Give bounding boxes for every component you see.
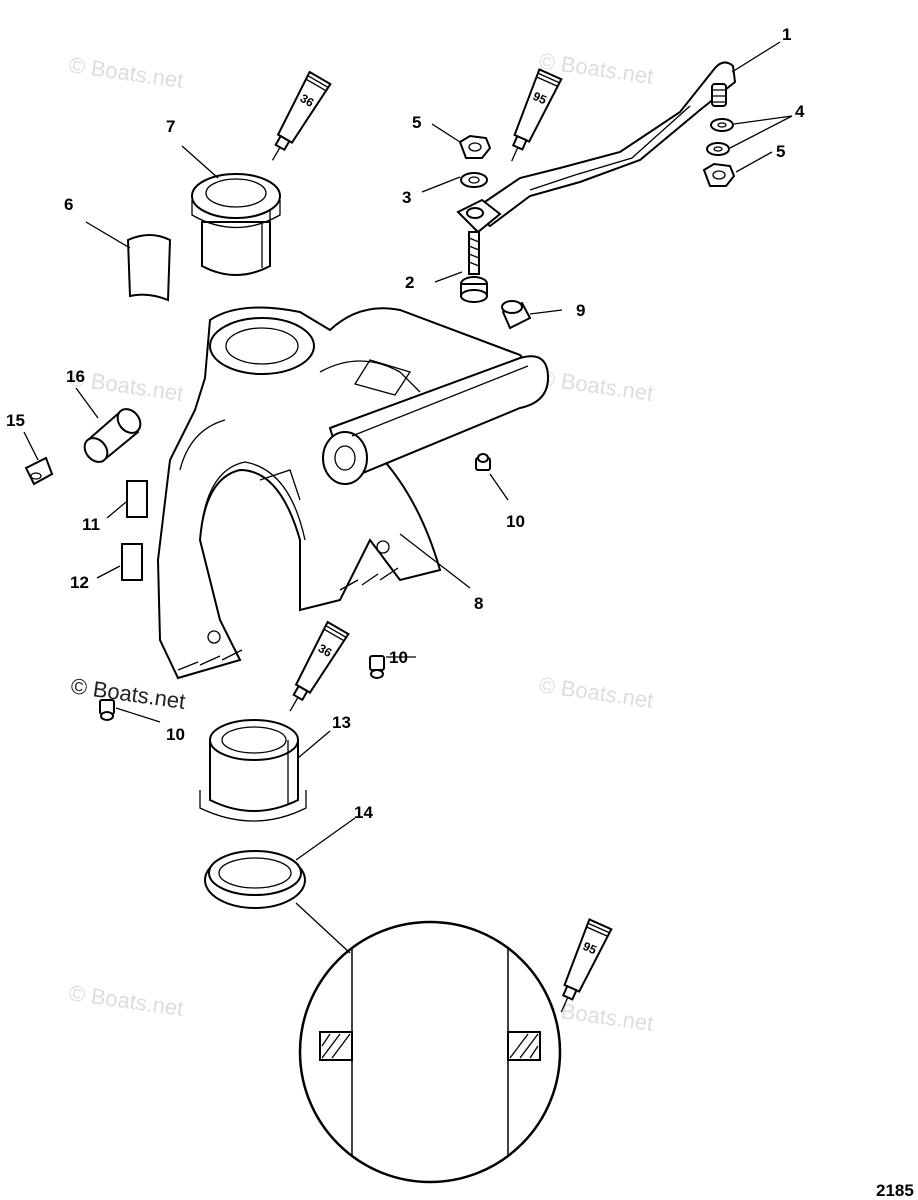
sealant-tube: 95 bbox=[560, 918, 613, 1013]
callout-labels: 1 2 3 4 5 5 6 7 8 9 10 10 10 11 12 13 14… bbox=[6, 25, 805, 822]
callout-8: 8 bbox=[474, 594, 483, 613]
tube-label: 95 bbox=[531, 89, 549, 107]
watermark: © Boats.net bbox=[537, 365, 655, 406]
nut bbox=[458, 134, 492, 159]
callout-4: 4 bbox=[795, 102, 805, 121]
seal bbox=[204, 850, 306, 909]
detail-view bbox=[295, 902, 562, 1184]
watermark-overlap: © Boats.net bbox=[69, 673, 187, 714]
washer bbox=[710, 118, 734, 132]
leader-lines bbox=[23, 41, 793, 861]
washer bbox=[460, 172, 488, 188]
callout-7: 7 bbox=[166, 117, 175, 136]
callout-6: 6 bbox=[64, 195, 73, 214]
watermark: © Boats.net bbox=[67, 52, 185, 93]
callout-11: 11 bbox=[82, 515, 100, 534]
tube-label: 36 bbox=[298, 91, 317, 110]
grease-fitting bbox=[475, 453, 491, 471]
pin bbox=[83, 408, 142, 463]
bolt bbox=[460, 231, 488, 303]
decal bbox=[126, 480, 148, 518]
tube-label: 95 bbox=[581, 939, 599, 957]
steering-arm bbox=[456, 61, 737, 234]
sealant-tube: 95 bbox=[511, 68, 563, 162]
callout-10: 10 bbox=[166, 725, 185, 744]
swivel-bracket bbox=[156, 306, 550, 680]
callout-9: 9 bbox=[576, 301, 585, 320]
grease-fitting bbox=[99, 699, 115, 721]
callout-2: 2 bbox=[405, 273, 414, 292]
sealant-tube: 36 bbox=[271, 70, 332, 161]
callout-16: 16 bbox=[66, 367, 85, 386]
callout-12: 12 bbox=[70, 573, 89, 592]
grease-fitting bbox=[369, 655, 385, 679]
sealant-tube: 36 bbox=[289, 620, 350, 712]
nut bbox=[702, 162, 736, 187]
callout-14: 14 bbox=[354, 803, 373, 822]
bushing bbox=[501, 300, 532, 330]
watermark: © Boats.net bbox=[67, 980, 185, 1021]
callout-1: 1 bbox=[782, 25, 791, 44]
decal bbox=[121, 543, 143, 581]
tube-label: 36 bbox=[316, 641, 335, 660]
figure-number: 2185 bbox=[876, 1181, 914, 1200]
callout-10: 10 bbox=[506, 512, 525, 531]
watermark: © Boats.net bbox=[537, 672, 655, 713]
callout-3: 3 bbox=[402, 188, 411, 207]
wear-pad bbox=[126, 234, 172, 302]
callout-5: 5 bbox=[776, 142, 785, 161]
washer bbox=[706, 142, 730, 156]
screw bbox=[24, 456, 54, 486]
callout-10: 10 bbox=[389, 648, 408, 667]
upper-bushing bbox=[191, 173, 281, 276]
callout-5: 5 bbox=[412, 113, 421, 132]
callout-13: 13 bbox=[332, 713, 351, 732]
callout-15: 15 bbox=[6, 411, 25, 430]
lower-bushing bbox=[199, 719, 307, 822]
